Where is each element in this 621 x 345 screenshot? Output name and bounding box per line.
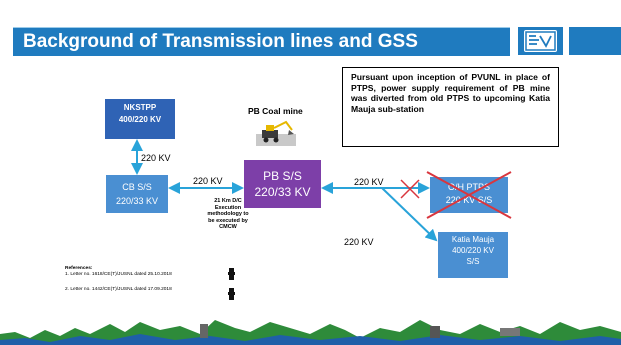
node-cb-ss: CB S/S 220/33 KV — [106, 175, 168, 213]
node-katia-suffix: S/S — [466, 257, 480, 266]
node-pb-ss-rating: 220/33 KV — [254, 185, 311, 199]
node-katia-rating: 400/220 KV — [452, 246, 494, 255]
line-junction-katia — [381, 187, 438, 242]
cross-line-b — [400, 179, 420, 199]
node-oh-ptps-rating: 220 KV S/S — [445, 195, 493, 205]
coal-mine-excavator-icon — [256, 120, 296, 146]
header: Background of Transmission lines and GSS — [0, 0, 621, 62]
node-oh-ptps-name: O/H PTPS — [447, 182, 490, 192]
node-cb-ss-rating: 220/33 KV — [115, 196, 159, 206]
document-clip-icon — [228, 268, 235, 300]
kv-label-nkstpp-cb: 220 KV — [141, 153, 171, 163]
coal-mine-label: PB Coal mine — [248, 106, 303, 116]
references-heading: References: — [65, 266, 93, 271]
kv-label-cb-pb: 220 KV — [193, 176, 223, 186]
reference-item-2: 2. Letter no. 1442/CE(T)/JUSNL dated 17.… — [65, 287, 172, 292]
reference-item-1: 1. Letter no. 1618/CE(T)/JUSNL dated 25.… — [65, 272, 172, 277]
ptps-cross-icon — [426, 171, 512, 219]
node-pb-ss-name: PB S/S — [263, 169, 302, 183]
execution-note: 21 Km D/C Execution methodology to be ex… — [207, 198, 249, 231]
kv-label-pb-ptps: 220 KV — [354, 177, 384, 187]
header-right-tab — [569, 27, 621, 55]
note-box: Pursuant upon inception of PVUNL in plac… — [342, 67, 559, 147]
page-title: Background of Transmission lines and GSS — [23, 31, 418, 52]
kv-label-katia: 220 KV — [344, 237, 374, 247]
bottom-decorative-strip — [0, 314, 621, 345]
node-nkstpp-name: NKSTPP — [123, 103, 157, 112]
jusnl-logo-icon — [524, 30, 557, 52]
title-bar: Background of Transmission lines and GSS — [13, 27, 510, 56]
node-nkstpp: NKSTPP 400/220 KV — [105, 99, 175, 139]
node-cb-ss-name: CB S/S — [122, 182, 152, 192]
references: References: 1. Letter no. 1618/CE(T)/JUS… — [65, 266, 172, 293]
node-katia-mauja: Katia Mauja 400/220 KV S/S — [438, 232, 508, 278]
node-nkstpp-rating: 400/220 KV — [118, 115, 162, 124]
logo-box — [518, 27, 563, 55]
node-katia-name: Katia Mauja — [451, 235, 495, 244]
node-pb-ss: PB S/S 220/33 KV — [244, 160, 321, 208]
